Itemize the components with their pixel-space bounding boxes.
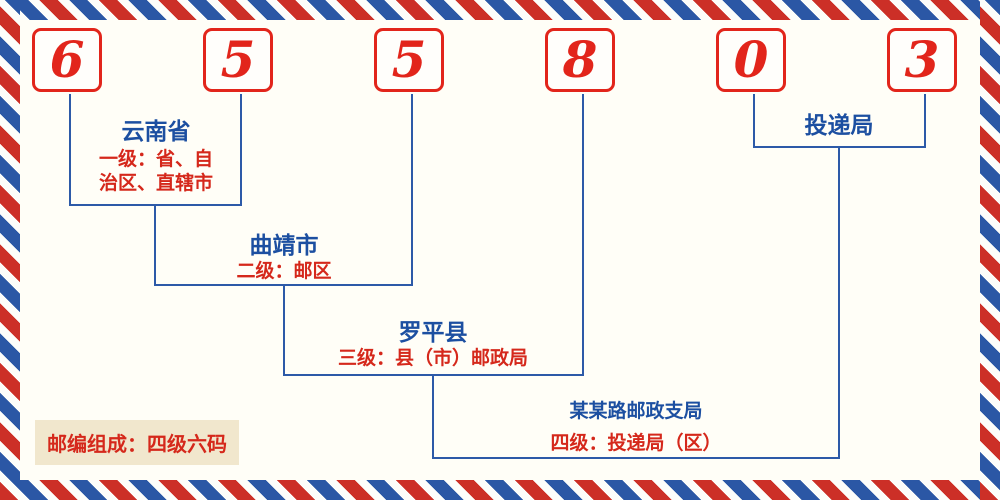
level2-desc: 二级：邮区 (236, 260, 332, 282)
level1-desc-line1: 一级：省、自 (98, 148, 214, 170)
bracket-level4-bottom-line (432, 457, 840, 459)
level2-name: 曲靖市 (249, 233, 319, 259)
digit-box-5: 0 (716, 28, 786, 92)
postal-digit-2: 5 (220, 30, 256, 89)
airmail-border-bottom (0, 480, 1000, 500)
bracket-level2-left-line (154, 205, 156, 285)
airmail-border-left (0, 0, 20, 500)
bracket-level3-left-line (283, 285, 285, 375)
bracket-delivery-right-line (924, 94, 926, 148)
postal-digit-1: 6 (49, 30, 85, 89)
level1-desc-line2: 治区、直辖市 (98, 172, 214, 194)
bracket-level3-right-line (582, 94, 584, 375)
level3-name: 罗平县 (398, 320, 468, 346)
postal-digit-5: 0 (733, 30, 769, 89)
level4-name: 某某路邮政支局 (569, 400, 703, 422)
postal-digit-4: 8 (562, 30, 598, 89)
postal-digit-6: 3 (904, 30, 940, 89)
airmail-border-top (0, 0, 1000, 20)
bracket-level4-right-line (838, 147, 840, 459)
digit-box-2: 5 (203, 28, 273, 92)
digit-box-6: 3 (887, 28, 957, 92)
digit-box-1: 6 (32, 28, 102, 92)
bracket-level4-left-line (432, 375, 434, 459)
postal-digit-3: 5 (391, 30, 427, 89)
digit-box-3: 5 (374, 28, 444, 92)
delivery-name: 投递局 (804, 113, 874, 139)
level3-desc: 三级：县（市）邮政局 (337, 347, 529, 369)
bracket-level2-right-line (411, 94, 413, 285)
level1-name: 云南省 (121, 119, 191, 145)
level4-desc: 四级：投递局（区） (550, 432, 722, 454)
bracket-level1-right-line (240, 94, 242, 206)
airmail-border-right (980, 0, 1000, 500)
bracket-delivery-left-line (753, 94, 755, 148)
footer-composition-badge: 邮编组成：四级六码 (35, 420, 239, 465)
bracket-level1-left-line (69, 94, 71, 206)
digit-box-4: 8 (545, 28, 615, 92)
